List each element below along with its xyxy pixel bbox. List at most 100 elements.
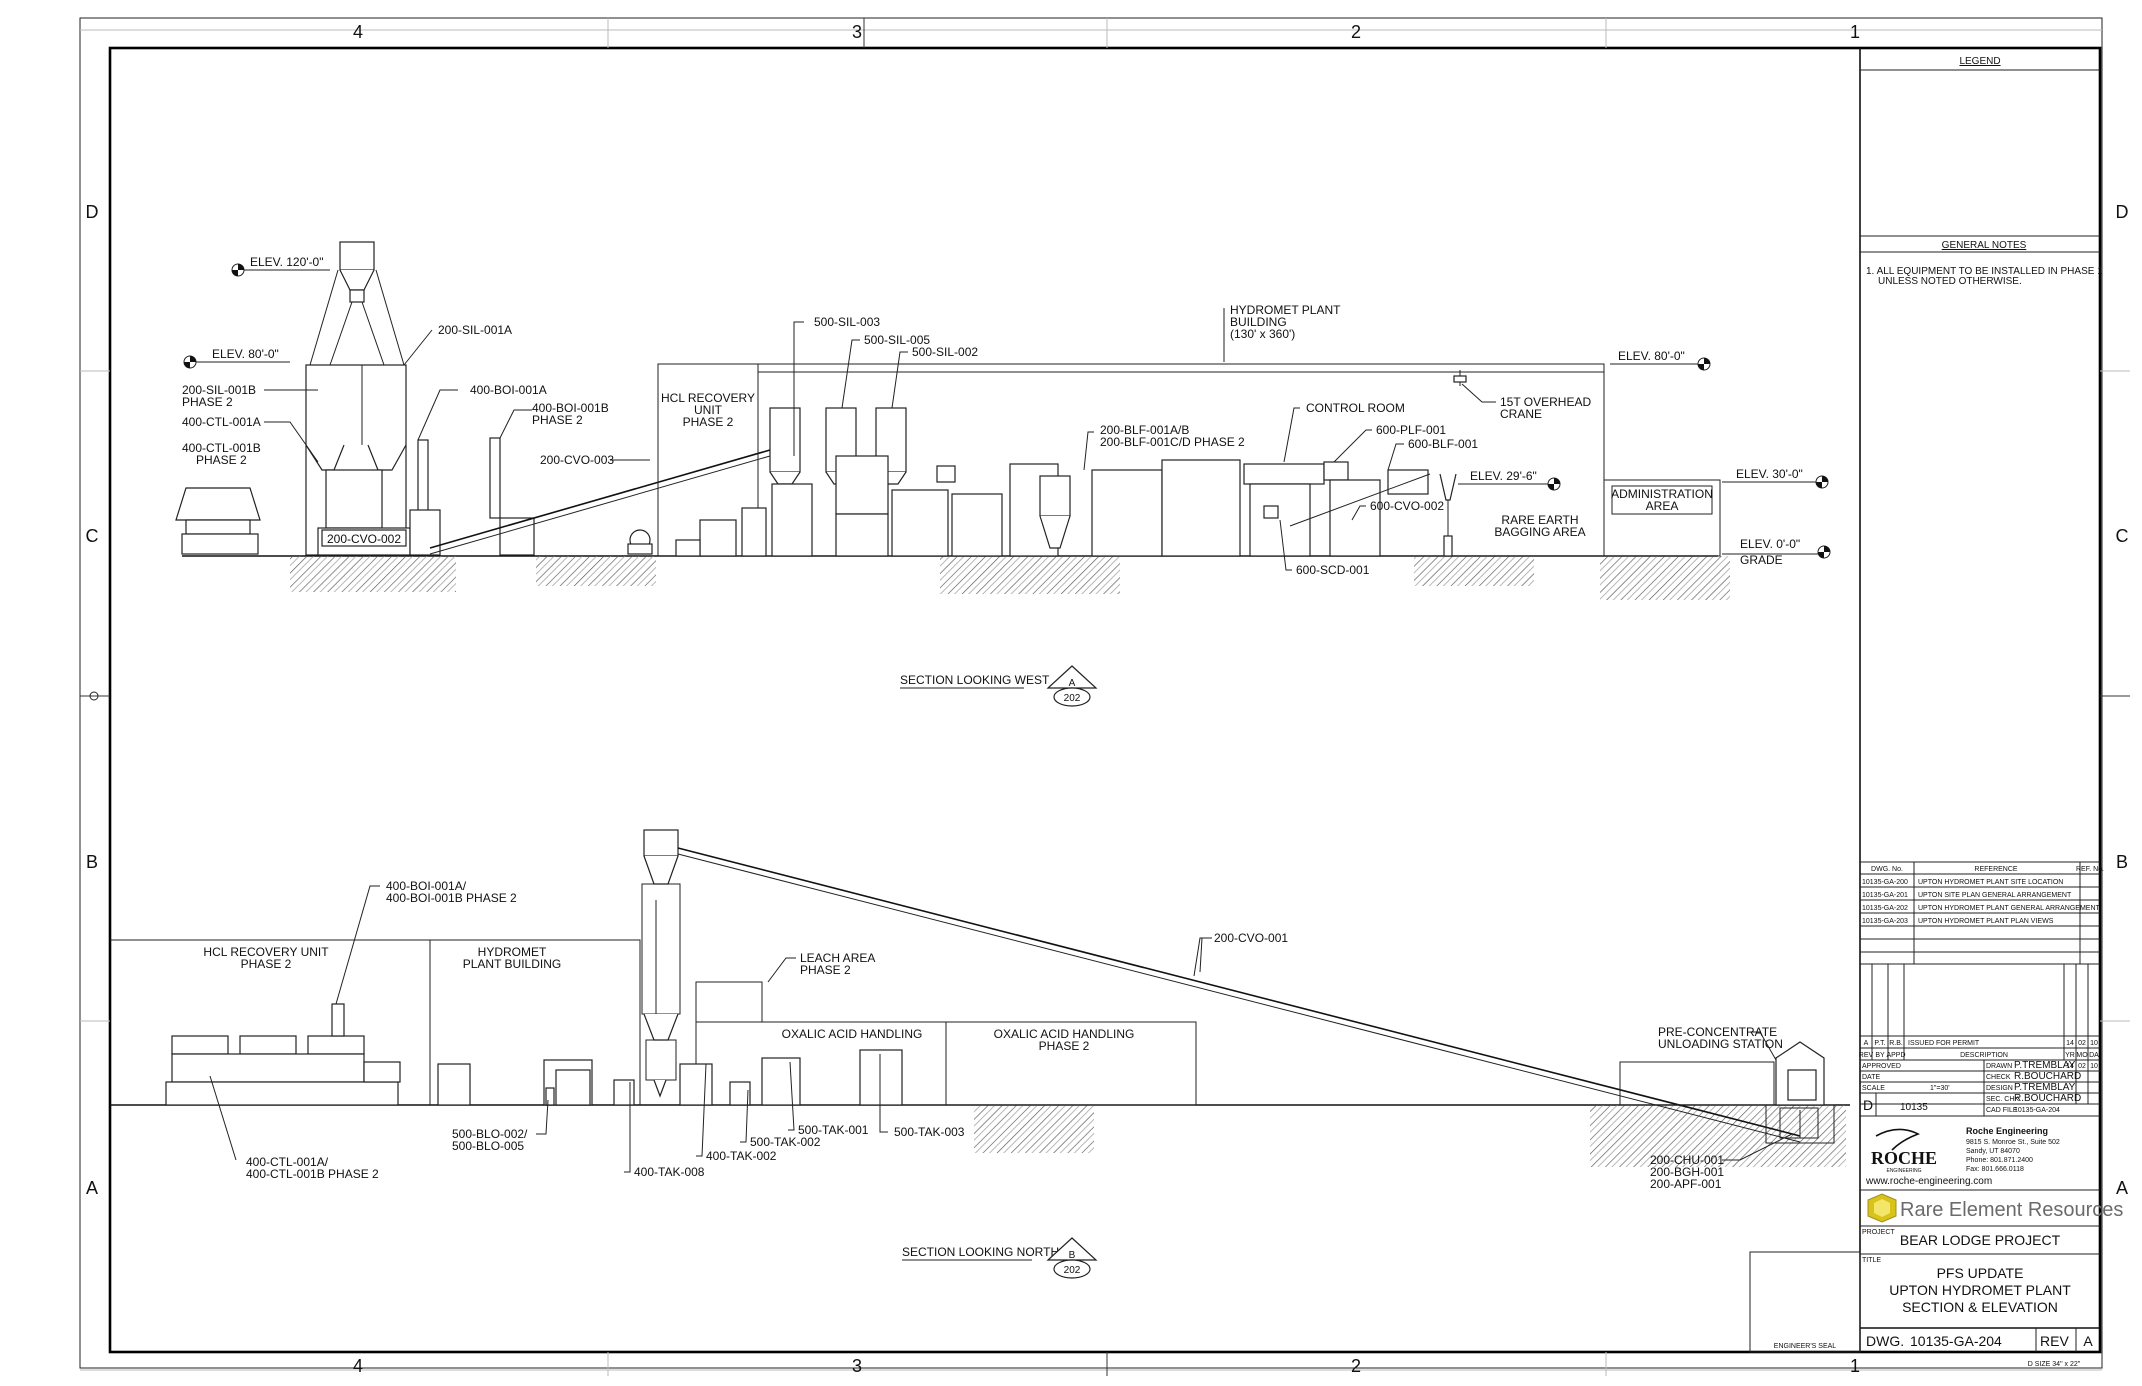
earth-hatch-2	[536, 556, 656, 586]
sheet-size-letter: D	[1863, 1097, 1873, 1113]
label-hydromet-1: HYDROMET PLANT	[1230, 303, 1341, 317]
label-oxalic-acid-handling-phase-2: OXALIC ACID HANDLING	[994, 1027, 1135, 1041]
ref-header-rev: REF. No.	[2076, 866, 2104, 873]
elevation-marker-80-left: ELEV. 80'-0"	[183, 347, 290, 369]
project-name: BEAR LODGE PROJECT	[1900, 1232, 2061, 1248]
general-note-1-line-1: 1. ALL EQUIPMENT TO BE INSTALLED IN PHAS…	[1866, 266, 2103, 277]
label-400-boi-001b-phase: PHASE 2	[532, 413, 583, 427]
ref-header-reference: REFERENCE	[1974, 866, 2018, 873]
label-400-boi-001a: 400-BOI-001A/	[386, 879, 467, 893]
label-500-sil-002: 500-SIL-002	[912, 345, 978, 359]
label-pre-concentrate-2: UNLOADING STATION	[1658, 1037, 1783, 1051]
rev-label: REV	[2040, 1333, 2069, 1349]
label-hcl-recovery-north-2: PHASE 2	[241, 957, 292, 971]
label-elev-80-right: ELEV. 80'-0"	[1618, 349, 1685, 363]
company-name: Roche Engineering	[1966, 1126, 2048, 1136]
check-value: R.BOUCHARD	[2014, 1071, 2081, 1082]
drawn-date-mo: 02	[2078, 1063, 2086, 1070]
zone-col-1-top: 1	[1850, 22, 1860, 42]
engineers-seal-box	[1749, 1251, 1861, 1353]
conveyor-200-cvo-001	[677, 847, 1801, 1137]
zone-row-a-left: A	[86, 1178, 98, 1198]
label-500-blo-002: 500-BLO-002/	[452, 1127, 528, 1141]
label-200-chu-001: 200-CHU-001	[1650, 1153, 1724, 1167]
label-200-cvo-002: 200-CVO-002	[327, 532, 401, 546]
rev-header-description: DESCRIPTION	[1960, 1052, 2008, 1059]
legend-title: LEGEND	[1959, 56, 2000, 67]
general-notes-title: GENERAL NOTES	[1942, 240, 2027, 251]
ref-row-3-dwg: 10135-GA-202	[1862, 905, 1908, 912]
label-pre-concentrate-1: PRE-CONCENTRATE	[1658, 1025, 1777, 1039]
label-admin-2: AREA	[1646, 499, 1679, 513]
label-control-room: CONTROL ROOM	[1306, 401, 1405, 415]
rev-header-da: DA	[2089, 1052, 2099, 1059]
drawn-date-yr: 14	[2066, 1063, 2074, 1070]
date-label: DATE	[1862, 1074, 1880, 1081]
ref-row-2-dwg: 10135-GA-201	[1862, 892, 1908, 899]
label-200-blf-001ab: 200-BLF-001A/B	[1100, 423, 1189, 437]
sheet-size-note: D SIZE 34" x 22"	[2028, 1361, 2081, 1368]
label-400-tak-008: 400-TAK-008	[634, 1165, 705, 1179]
label-400-ctl-001a: 400-CTL-001A/	[246, 1155, 329, 1169]
label-200-bgh-001: 200-BGH-001	[1650, 1165, 1724, 1179]
oxalic-acid-handling-phase-2	[945, 1021, 1197, 1106]
section-marker-b-letter: B	[1069, 1250, 1076, 1261]
roche-engineering-block: ROCHE ENGINEERING Roche Engineering 9815…	[1860, 1126, 2100, 1191]
cad-file-label: CAD FILE	[1986, 1107, 2018, 1114]
rev-month: 02	[2078, 1040, 2086, 1047]
label-200-cvo-001: 200-CVO-001	[1214, 931, 1288, 945]
label-elev-30: ELEV. 30'-0"	[1736, 467, 1803, 481]
title-block: LEGEND GENERAL NOTES 1. ALL EQUIPMENT TO…	[1749, 48, 2123, 1368]
company-website: www.roche-engineering.com	[1865, 1176, 1992, 1187]
elevation-marker-0: ELEV. 0'-0" GRADE	[1722, 537, 1831, 567]
scale-value: 1"=30'	[1930, 1085, 1950, 1092]
label-leach-area-phase: PHASE 2	[800, 963, 851, 977]
crane-icon	[1453, 370, 1467, 386]
earth-hatch-3	[940, 556, 1120, 594]
zone-row-b-right: B	[2116, 852, 2128, 872]
label-600-plf-001: 600-PLF-001	[1376, 423, 1446, 437]
rare-element-resources-logo: Rare Element Resources	[1860, 1193, 2123, 1227]
elevation-marker-80-right: ELEV. 80'-0"	[1610, 349, 1711, 371]
conveyor-200-cvo-003	[429, 449, 771, 549]
label-oxalic-acid-handling-phase-2b: PHASE 2	[1039, 1039, 1090, 1053]
rev-year: 14	[2066, 1040, 2074, 1047]
rev-header-appd: APPD	[1886, 1052, 1905, 1059]
process-equipment	[741, 455, 1457, 557]
label-400-tak-002: 400-TAK-002	[706, 1149, 777, 1163]
label-400-ctl-001a: 400-CTL-001A	[182, 415, 261, 429]
rev-value: A	[1864, 1040, 1869, 1047]
label-600-cvo-002: 600-CVO-002	[1370, 499, 1444, 513]
rev-header-rev: REV	[1859, 1052, 1874, 1059]
zone-row-d-right: D	[2116, 202, 2129, 222]
design-value: P.TREMBLAY	[2014, 1082, 2076, 1093]
earth-hatch-6	[974, 1105, 1094, 1153]
drawn-value: P.TREMBLAY	[2014, 1060, 2076, 1071]
ref-header-dwg: DWG. No.	[1871, 866, 1903, 873]
drawing-title-2: UPTON HYDROMET PLANT	[1889, 1282, 2071, 1298]
cooling-tower-400-ctl	[175, 487, 261, 555]
section-looking-west: 200-CVO-002	[175, 241, 1831, 707]
roche-logo-sub: ENGINEERING	[1886, 1168, 1921, 1174]
label-200-apf-001: 200-APF-001	[1650, 1177, 1722, 1191]
hydromet-plant-building-north	[430, 939, 641, 1105]
reference-table: DWG. No. REFERENCE REF. No. 10135-GA-200…	[1860, 861, 2104, 965]
zone-col-2-top: 2	[1351, 22, 1361, 42]
zone-row-c-left: C	[86, 526, 99, 546]
signoff-block: APPROVED DATE SCALE 1"=30' DRAWN P.TREMB…	[1860, 1060, 2100, 1117]
company-fax: Fax: 801.666.0118	[1966, 1166, 2024, 1173]
label-500-tak-001: 500-TAK-001	[798, 1123, 869, 1137]
label-400-boi-001b: 400-BOI-001B PHASE 2	[386, 891, 517, 905]
project-label: PROJECT	[1862, 1229, 1895, 1236]
administration-area	[1603, 479, 1721, 557]
label-500-tak-002: 500-TAK-002	[750, 1135, 821, 1149]
drawn-date-da: 10	[2090, 1063, 2098, 1070]
company-phone: Phone: 801.871.2400	[1966, 1157, 2033, 1164]
ref-row-2-ref: UPTON SITE PLAN GENERAL ARRANGEMENT	[1918, 892, 2072, 899]
label-hydromet-3: (130' x 360')	[1230, 327, 1295, 341]
section-marker-b-sheet: 202	[1064, 1265, 1081, 1276]
hydromet-equipment-north	[437, 1049, 903, 1106]
truck-icon	[627, 529, 653, 555]
revision-table: A P.T. R.B. ISSUED FOR PERMIT 14 02 10 R…	[1859, 963, 2100, 1104]
company-address-2: Sandy, UT 84070	[1966, 1148, 2020, 1155]
